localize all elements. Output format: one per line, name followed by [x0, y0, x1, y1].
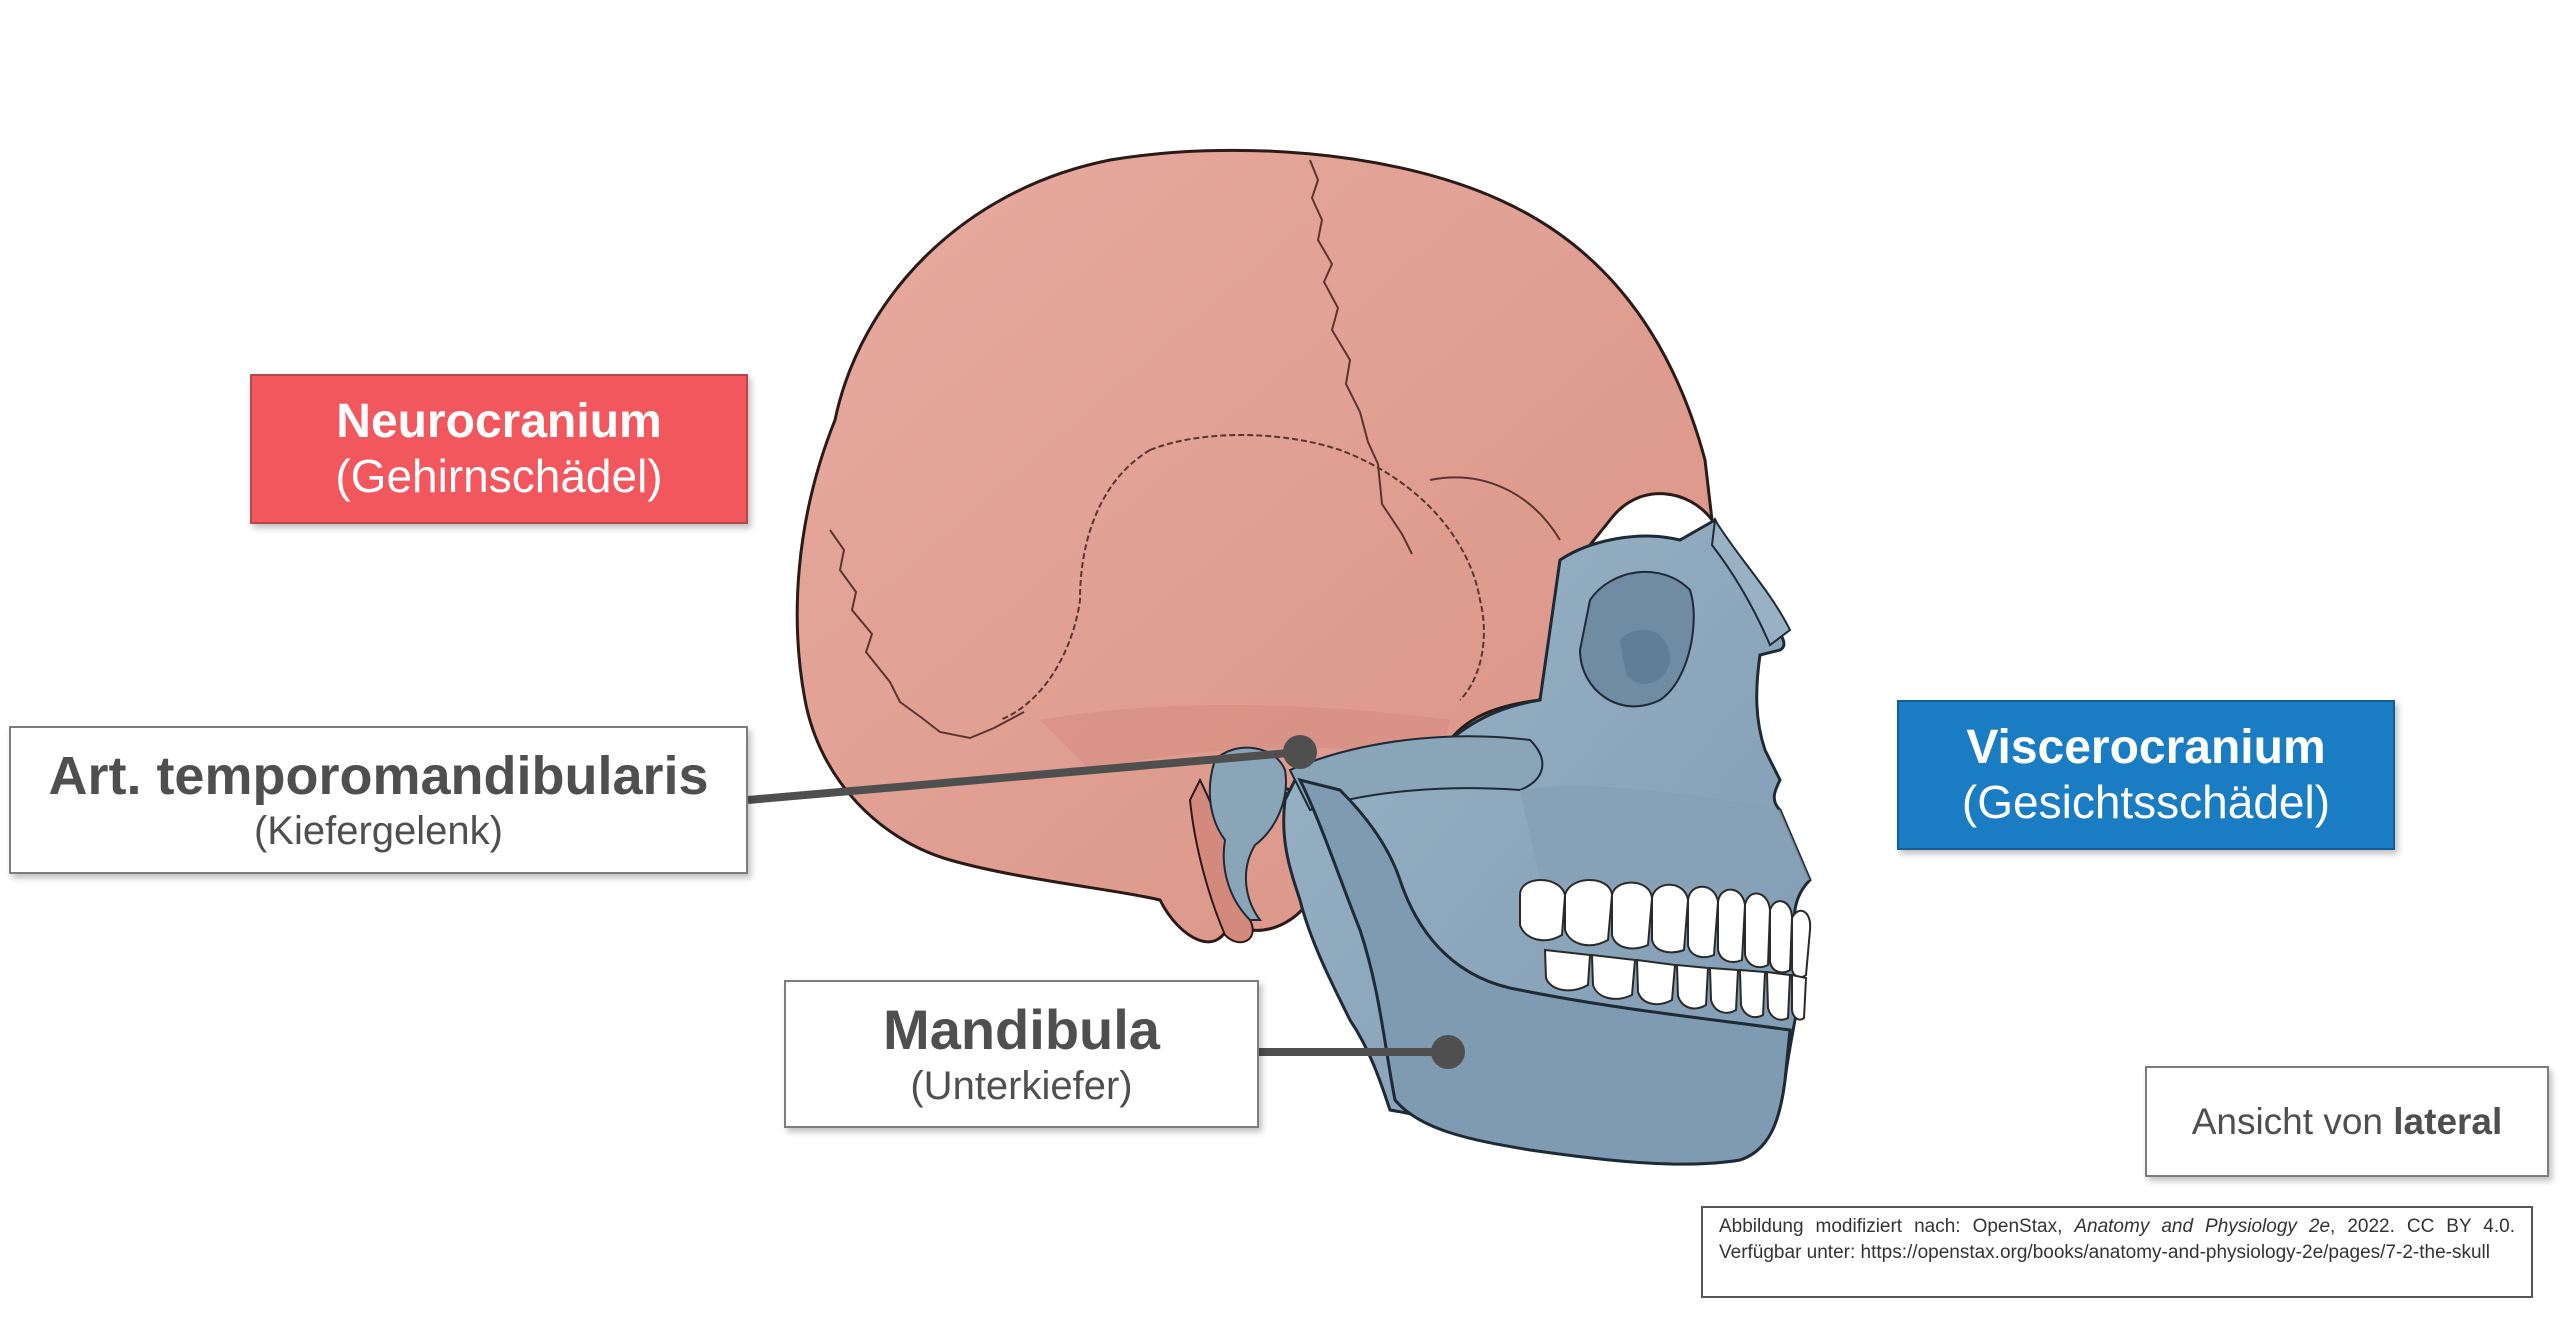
view-prefix: Ansicht von: [2192, 1101, 2394, 1143]
credit-part1: Abbildung modifiziert nach: OpenStax,: [1719, 1216, 2074, 1237]
neurocranium-subtitle: (Gehirnschädel): [335, 449, 662, 504]
mandibula-label: Mandibula (Unterkiefer): [784, 980, 1259, 1128]
view-label: Ansicht von lateral: [2145, 1066, 2549, 1177]
tmj-leader-dot: [1283, 735, 1317, 769]
viscerocranium-label: Viscerocranium (Gesichtsschädel): [1897, 700, 2395, 850]
neurocranium-label: Neurocranium (Gehirnschädel): [250, 374, 748, 524]
neurocranium-title: Neurocranium: [336, 394, 661, 449]
tmj-label: Art. temporomandibularis (Kiefergelenk): [9, 726, 748, 874]
image-credit: Abbildung modifiziert nach: OpenStax, An…: [1701, 1206, 2533, 1298]
tmj-title: Art. temporomandibularis: [48, 745, 708, 807]
mandibula-title: Mandibula: [883, 998, 1160, 1062]
viscerocranium-subtitle: (Gesichtsschädel): [1962, 775, 2330, 830]
view-direction: lateral: [2393, 1101, 2502, 1143]
credit-title: Anatomy and Physiology 2e: [2074, 1216, 2330, 1237]
mandibula-leader-dot: [1431, 1035, 1465, 1069]
mandibula-subtitle: (Unterkiefer): [910, 1062, 1132, 1110]
viscerocranium-title: Viscerocranium: [1966, 720, 2325, 775]
tmj-subtitle: (Kiefergelenk): [254, 807, 503, 855]
